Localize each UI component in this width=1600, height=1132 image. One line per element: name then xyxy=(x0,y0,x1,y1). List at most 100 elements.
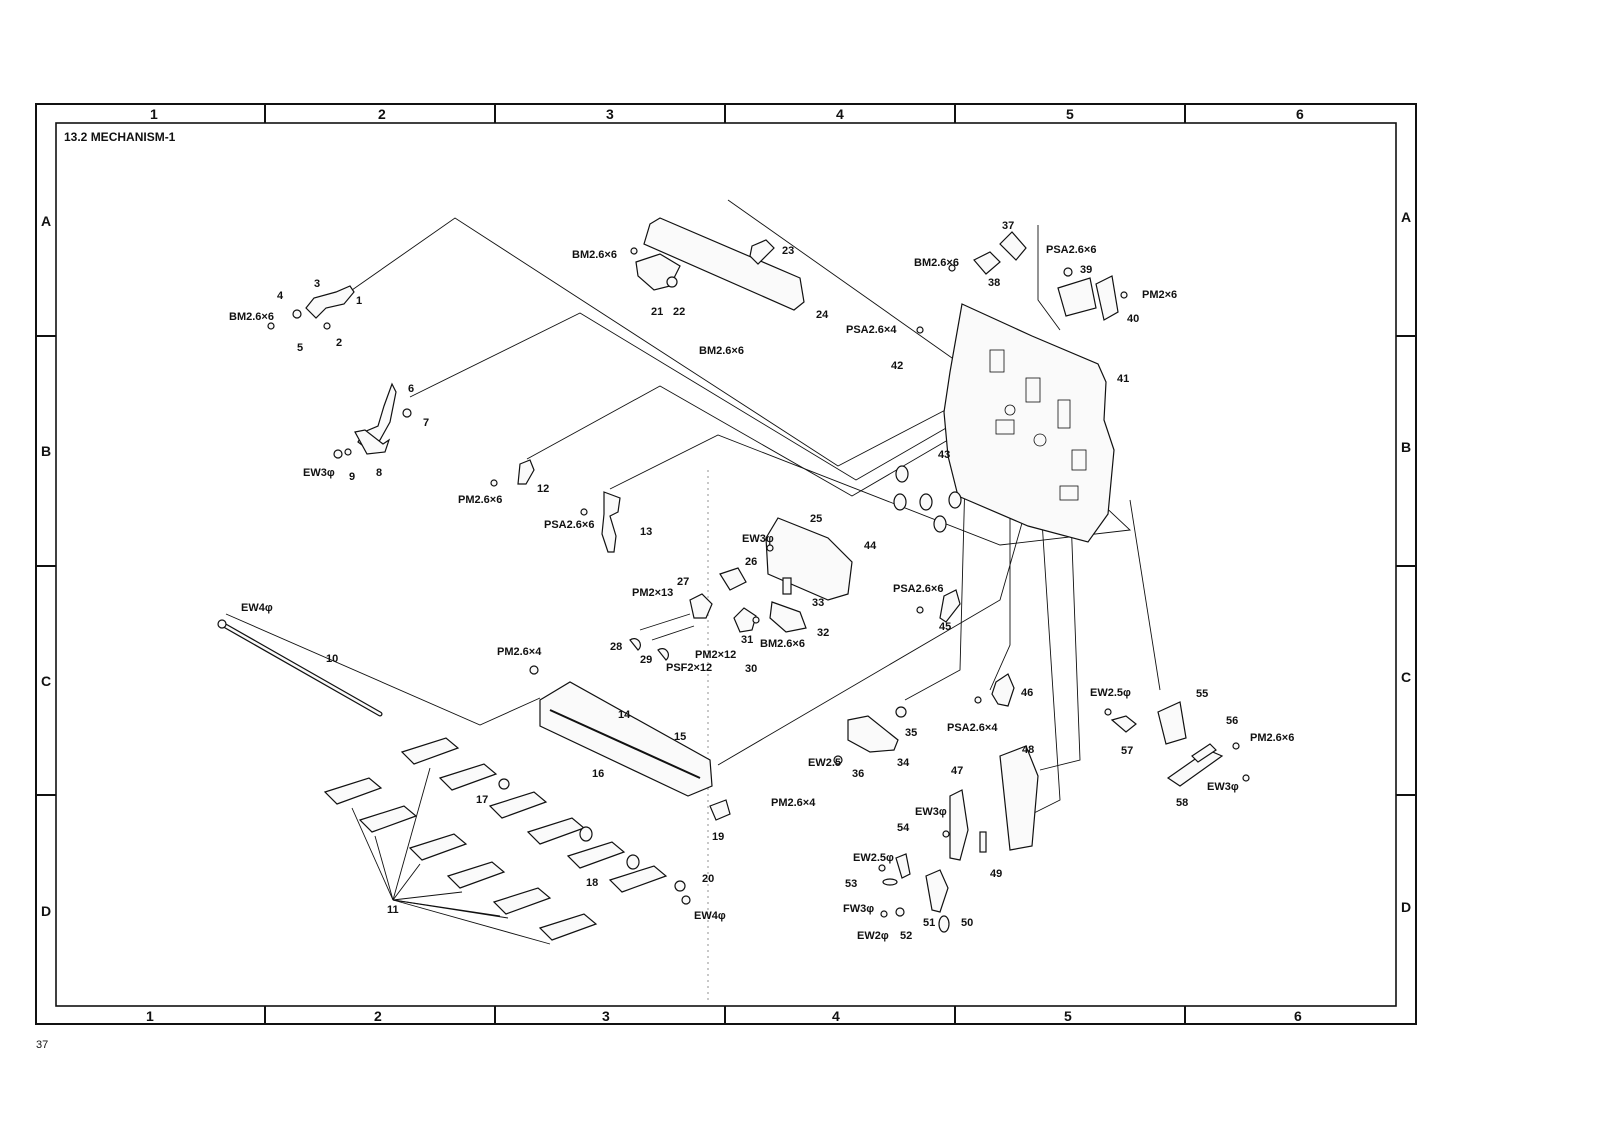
roller-43a-shape xyxy=(895,465,909,483)
callout-7: 7 xyxy=(423,417,429,429)
washer-ew4-b-shape xyxy=(681,895,691,905)
callout-5: 5 xyxy=(297,342,303,354)
callout-ew25-a: EW2.5 xyxy=(808,757,841,769)
callout-48: 48 xyxy=(1022,744,1034,756)
roller-43c-shape xyxy=(919,493,933,511)
washer-52-shape xyxy=(895,907,905,917)
chassis-41-details xyxy=(989,349,1087,501)
callout-36: 36 xyxy=(852,768,864,780)
callouts: 1 2 3 4 5 BM2.6×6 6 7 8 9 EW3φ 12 PM2.6×… xyxy=(229,220,1294,942)
screw-psa26x6-a-shape xyxy=(580,508,588,516)
callout-ew4-a: EW4φ xyxy=(241,602,273,614)
col-2-bottom: 2 xyxy=(374,1008,382,1024)
part-26-shape xyxy=(719,567,747,591)
row-b-left: B xyxy=(41,443,51,459)
callout-26: 26 xyxy=(745,556,757,568)
row-d-right: D xyxy=(1401,899,1411,915)
key-11i-shape xyxy=(492,887,552,915)
callout-39: 39 xyxy=(1080,264,1092,276)
callout-38: 38 xyxy=(988,277,1000,289)
row-a-left: A xyxy=(41,213,51,229)
callout-psa26x4-b: PSA2.6×4 xyxy=(947,722,998,734)
callout-43: 43 xyxy=(938,449,950,461)
callout-pm26x4-a: PM2.6×4 xyxy=(497,646,542,658)
section-title: 13.2 MECHANISM-1 xyxy=(64,130,176,144)
callout-4: 4 xyxy=(277,290,284,302)
callout-14: 14 xyxy=(618,709,631,721)
callout-ew25-b: EW2.5φ xyxy=(853,852,894,864)
washer-28-shape xyxy=(629,638,641,651)
plate-24-shape xyxy=(643,217,805,311)
callout-24: 24 xyxy=(816,309,829,321)
callout-1: 1 xyxy=(356,295,362,307)
plate-48-shape xyxy=(999,745,1039,851)
callout-45: 45 xyxy=(939,621,951,633)
callout-19: 19 xyxy=(712,831,724,843)
roller-43e-shape xyxy=(933,515,947,533)
roller-43b-shape xyxy=(893,493,907,511)
col-2-top: 2 xyxy=(378,106,386,122)
key-11g-shape xyxy=(526,817,586,845)
screw-psa26x4-a-shape xyxy=(916,326,924,334)
washer-20-shape xyxy=(674,880,686,892)
callout-pm2x13: PM2×13 xyxy=(632,587,673,599)
chassis-41-shape xyxy=(943,303,1115,543)
column-headers-bottom: 1 2 3 4 5 6 xyxy=(146,1008,1302,1024)
callout-bm26x6-d: BM2.6×6 xyxy=(914,257,959,269)
screw-psa26x6-c-shape xyxy=(916,606,924,614)
key-11c-shape xyxy=(438,763,498,791)
part-27-shape xyxy=(689,593,713,619)
screw-39-shape xyxy=(1063,267,1073,277)
callout-58: 58 xyxy=(1176,797,1188,809)
key-11d-shape xyxy=(358,805,418,833)
row-c-right: C xyxy=(1401,669,1411,685)
parts xyxy=(217,217,1250,945)
callout-12: 12 xyxy=(537,483,549,495)
callout-49: 49 xyxy=(990,868,1002,880)
column-headers-top: 1 2 3 4 5 6 xyxy=(150,106,1304,122)
lever-1-shape xyxy=(305,285,355,319)
screw-pm2x13b-shape xyxy=(651,625,695,641)
callout-pm2x6: PM2×6 xyxy=(1142,289,1177,301)
callout-bm26x6-a: BM2.6×6 xyxy=(229,311,274,323)
callout-28: 28 xyxy=(610,641,622,653)
callout-53: 53 xyxy=(845,878,857,890)
callout-ew2: EW2φ xyxy=(857,930,889,942)
bracket-40-shape xyxy=(1057,277,1097,317)
lever-23-shape xyxy=(749,239,775,265)
bracket-55-shape xyxy=(1157,701,1187,745)
spring-9-shape xyxy=(344,448,352,456)
roller-18b-shape xyxy=(626,854,640,870)
callout-54: 54 xyxy=(897,822,910,834)
screw-psa26x4-b-shape xyxy=(974,696,982,704)
key-11e-shape xyxy=(488,791,548,819)
callout-11: 11 xyxy=(387,904,399,916)
col-5-top: 5 xyxy=(1066,106,1074,122)
callout-27: 27 xyxy=(677,576,689,588)
callout-6: 6 xyxy=(408,383,414,395)
callout-40: 40 xyxy=(1127,313,1139,325)
callout-pm26x4-b: PM2.6×4 xyxy=(771,797,816,809)
callout-bm26x6-e: BM2.6×6 xyxy=(760,638,805,650)
callout-2: 2 xyxy=(336,337,342,349)
callout-56: 56 xyxy=(1226,715,1238,727)
spring-22-shape xyxy=(666,276,678,288)
callout-32: 32 xyxy=(817,627,829,639)
callout-46: 46 xyxy=(1021,687,1033,699)
callout-psa26x4-a: PSA2.6×4 xyxy=(846,324,897,336)
row-headers: A B C D A B C D xyxy=(41,209,1411,919)
callout-pm26x6-a: PM2.6×6 xyxy=(458,494,502,506)
part-19-shape xyxy=(709,799,731,821)
screw-bm-a-shape xyxy=(267,322,275,330)
col-4-top: 4 xyxy=(836,106,844,122)
part-38-shape xyxy=(973,251,1001,275)
callout-47: 47 xyxy=(951,765,963,777)
callout-3: 3 xyxy=(314,278,320,290)
callout-pm26x6-b: PM2.6×6 xyxy=(1250,732,1294,744)
callout-42: 42 xyxy=(891,360,903,372)
washer-ew3-c-shape xyxy=(942,830,950,838)
col-6-top: 6 xyxy=(1296,106,1304,122)
row-d-left: D xyxy=(41,903,51,919)
collar-2-shape xyxy=(323,322,331,330)
key-11h-shape xyxy=(446,861,506,889)
